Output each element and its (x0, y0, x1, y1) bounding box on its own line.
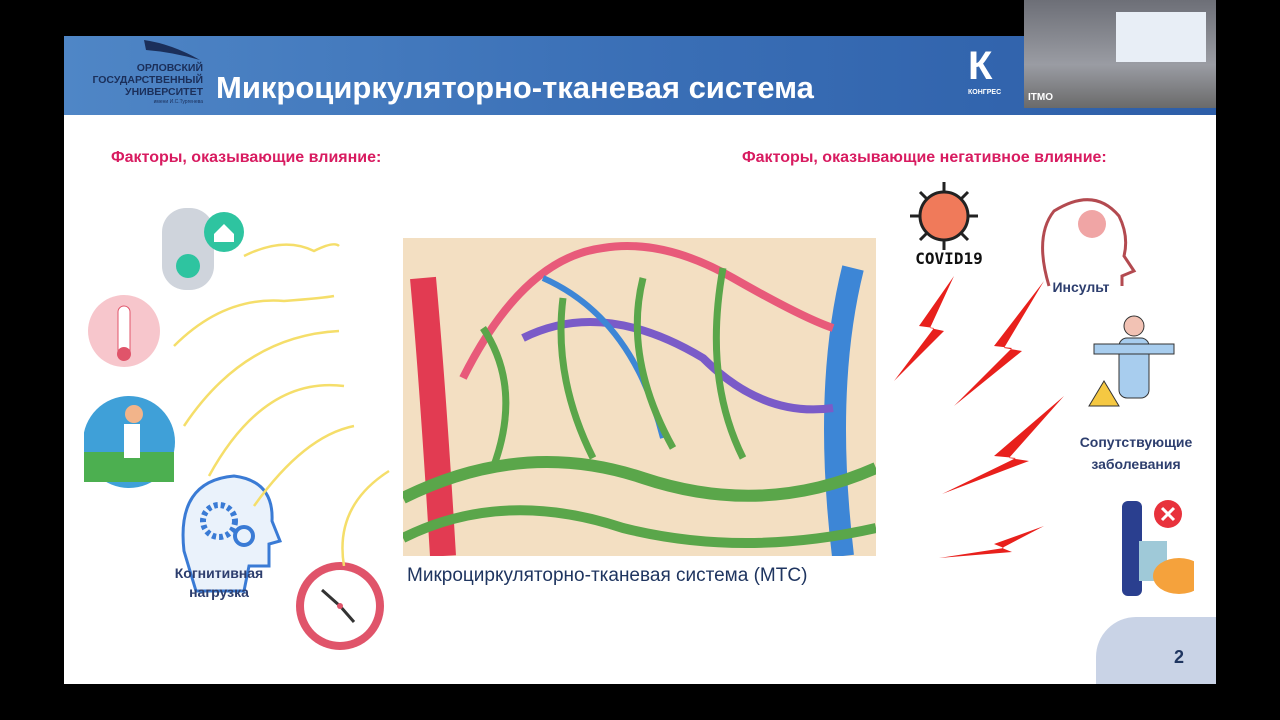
right-heading: Факторы, оказывающие негативное влияние: (742, 149, 1107, 166)
clock-icon (296, 562, 384, 650)
left-factor-icons (84, 208, 384, 650)
comorbidity-body-icon (1088, 315, 1175, 407)
label-line: заболевания (1091, 456, 1181, 472)
webcam-overlay: ITMO (1024, 0, 1216, 108)
brand-letter: К (968, 44, 993, 88)
label-line: нагрузка (189, 584, 249, 600)
lightning-icon (954, 281, 1044, 406)
head-temperature-icon (88, 295, 160, 367)
label-line: Сопутствующие (1079, 434, 1193, 450)
lightning-icon (894, 276, 954, 381)
page-number: 2 (1174, 647, 1185, 667)
slide: ОРЛОВСКИЙ ГОСУДАРСТВЕННЫЙ УНИВЕРСИТЕТ им… (64, 36, 1216, 684)
microcirculation-image (400, 242, 879, 558)
webcam-label: ITMO (1028, 92, 1053, 103)
page-tab (1096, 617, 1216, 684)
lightning-icon (939, 526, 1044, 558)
label-line: Когнитивная (174, 565, 264, 581)
lightning-icon (942, 396, 1064, 494)
covid-virus-icon (910, 182, 978, 250)
lightning-bolts (894, 276, 1064, 558)
stroke-label: Инсульт (1052, 279, 1110, 295)
right-factor-icons (910, 182, 1194, 596)
covid-label: COVID19 (915, 249, 983, 268)
yellow-wave-lines (173, 243, 390, 566)
stroke-head-icon (1041, 198, 1137, 287)
alcohol-smoking-food-icon (1122, 500, 1194, 596)
thermometer-home-icon (162, 208, 244, 290)
cognitive-load-label: Когнитивная нагрузка (159, 564, 279, 602)
slide-title: Микроциркуляторно-тканевая система (216, 70, 814, 105)
projector-screen (1116, 12, 1206, 62)
mts-caption: Микроциркуляторно-тканевая система (МТС) (407, 565, 808, 586)
comorbidity-label: Сопутствующие заболевания (1061, 431, 1211, 475)
logo-line: УНИВЕРСИТЕТ (125, 86, 203, 98)
logo-line: имени И.С.Тургенева (153, 99, 203, 105)
university-logo: ОРЛОВСКИЙ ГОСУДАРСТВЕННЫЙ УНИВЕРСИТЕТ им… (78, 62, 203, 106)
runner-icon (84, 396, 175, 488)
brand-sub: КОНГРЕС (968, 89, 1002, 96)
left-heading: Факторы, оказывающие влияние: (111, 149, 382, 166)
logo-line: ОРЛОВСКИЙ (136, 62, 203, 74)
mts-illustration (400, 238, 879, 558)
university-logo-icon (144, 40, 200, 60)
logo-line: ГОСУДАРСТВЕННЫЙ (92, 74, 203, 86)
